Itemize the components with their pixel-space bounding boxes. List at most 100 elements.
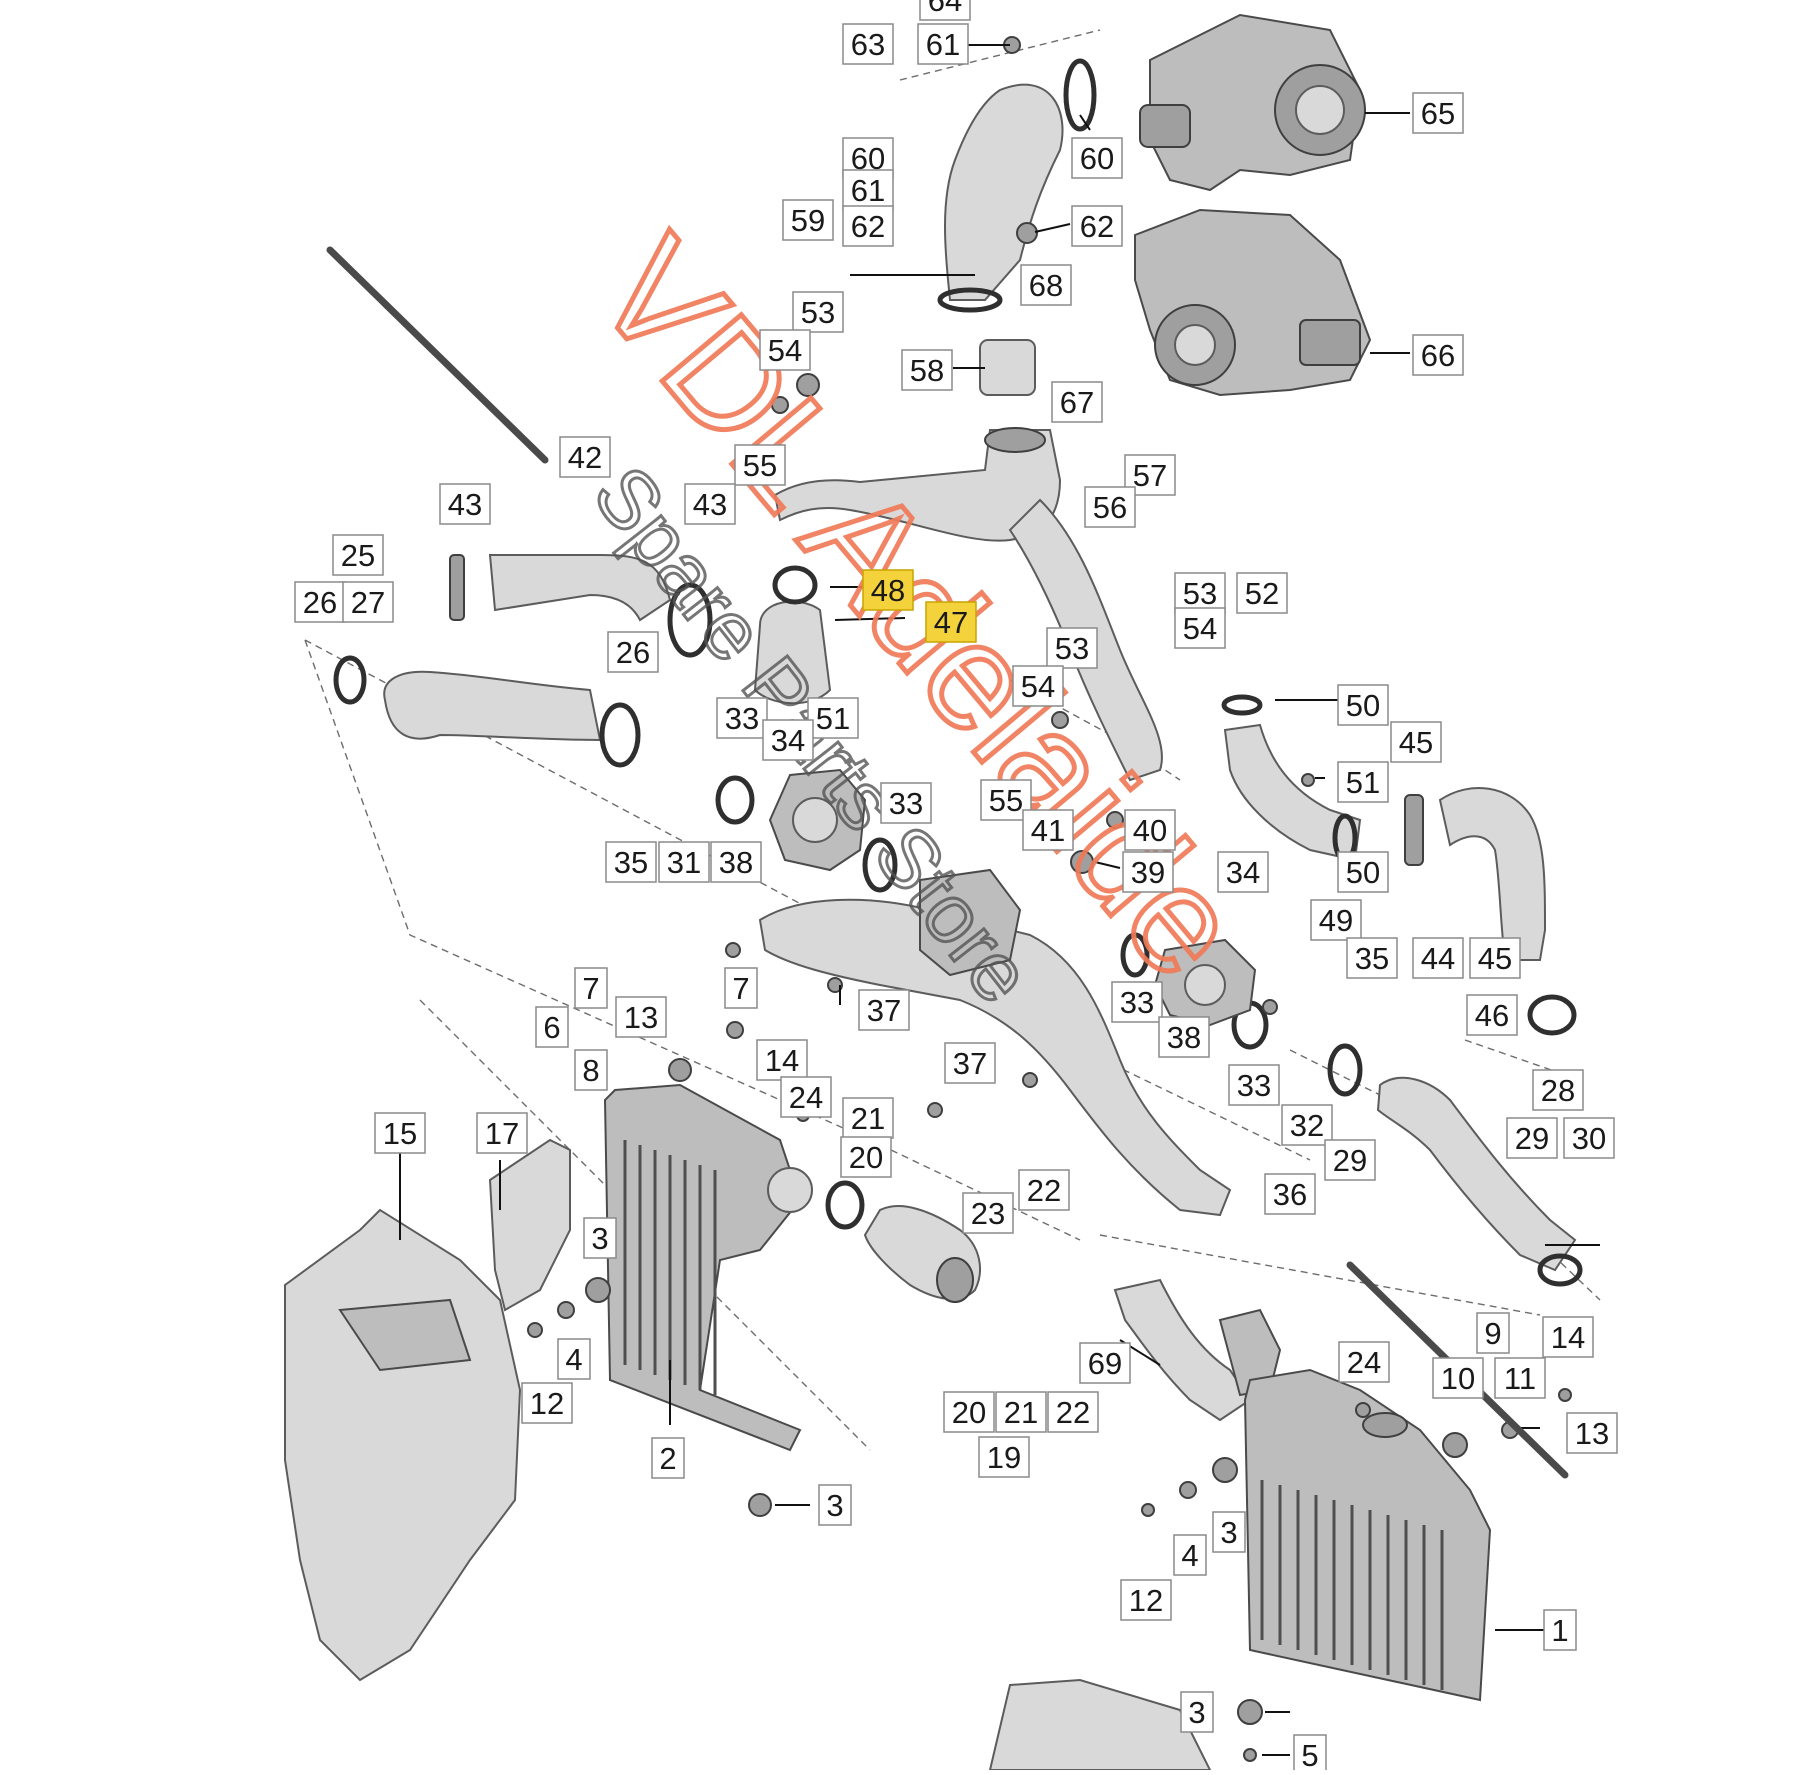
callout-label: 64 (928, 0, 962, 18)
callout-box (842, 1097, 894, 1139)
callout-box (1324, 1139, 1376, 1181)
callout-box (1174, 572, 1226, 614)
callout-label: 3 (826, 1488, 843, 1523)
callout-c35a: 35 (605, 841, 657, 883)
callout-label: 67 (1060, 385, 1094, 420)
callout-label: 33 (1120, 985, 1154, 1020)
callout-c52: 52 (1236, 572, 1288, 614)
callout-box (374, 1112, 426, 1154)
callout-c54c: 54 (1012, 665, 1064, 707)
callout-label: 52 (1245, 576, 1279, 611)
callout-c23: 23 (962, 1192, 1014, 1234)
callout-label: 43 (448, 487, 482, 522)
callout-box (1071, 137, 1123, 179)
callout-label: 38 (719, 845, 753, 880)
callout-label: 43 (693, 487, 727, 522)
callout-c67: 67 (1051, 381, 1103, 423)
callout-c30: 30 (1563, 1117, 1615, 1159)
callout-box (1020, 264, 1072, 306)
callout-label: 25 (341, 538, 375, 573)
callout-c1: 1 (1543, 1609, 1577, 1651)
callout-c61a: 61 (917, 23, 969, 65)
callout-box (605, 841, 657, 883)
callout-label: 58 (910, 353, 944, 388)
callout-label: 48 (871, 573, 905, 608)
callout-c66: 66 (1412, 334, 1464, 376)
callout-c14a: 14 (756, 1039, 808, 1081)
callout-box (917, 23, 969, 65)
air-duct-bottom (988, 1678, 1212, 1771)
callout-box (1180, 1691, 1214, 1733)
callout-label: 49 (1319, 903, 1353, 938)
callout-c29b: 29 (1506, 1117, 1558, 1159)
air-duct-17 (488, 1138, 571, 1312)
callout-box (1532, 1069, 1584, 1111)
callout-box (962, 1192, 1014, 1234)
callout-label: 53 (1055, 631, 1089, 666)
callout-label: 6 (543, 1010, 560, 1045)
callout-label: 32 (1290, 1108, 1324, 1143)
callout-label: 4 (1181, 1538, 1198, 1573)
callout-box (901, 349, 953, 391)
turbocharger-lower (1134, 208, 1372, 397)
callout-c54b: 54 (1174, 607, 1226, 649)
callout-c28: 28 (1532, 1069, 1584, 1111)
callout-c53c: 53 (1046, 627, 1098, 669)
callout-c24a: 24 (780, 1076, 832, 1118)
callout-label: 20 (952, 1395, 986, 1430)
callout-label: 24 (789, 1080, 823, 1115)
callout-box (615, 996, 667, 1038)
callout-label: 4 (565, 1342, 582, 1377)
callout-label: 27 (351, 585, 385, 620)
callout-box (1542, 1316, 1594, 1358)
callout-label: 54 (1021, 669, 1055, 704)
callout-box (342, 581, 394, 623)
callout-c51a: 51 (807, 697, 859, 739)
intercooler-right (1243, 1368, 1492, 1702)
callout-label: 51 (816, 701, 850, 736)
callout-c47: 47 (925, 601, 977, 643)
intake-manifold (758, 868, 1232, 1217)
callout-c26a: 26 (294, 581, 346, 623)
callout-label: 63 (851, 27, 885, 62)
callout-box (995, 1391, 1047, 1433)
callout-label: 53 (801, 295, 835, 330)
callout-box (651, 1437, 685, 1479)
callout-box (782, 199, 834, 241)
callout-box (1432, 1357, 1484, 1399)
callout-c4b: 4 (1173, 1534, 1207, 1576)
callout-box (1506, 1117, 1558, 1159)
callout-c21b: 21 (995, 1391, 1047, 1433)
callout-box (1310, 899, 1362, 941)
callout-box (858, 989, 910, 1031)
callout-label: 33 (725, 701, 759, 736)
callout-box (1120, 1579, 1172, 1621)
callout-label: 42 (568, 440, 602, 475)
callout-box (557, 1338, 591, 1380)
callout-c42: 42 (559, 436, 611, 478)
intercooler-left (603, 1083, 813, 1452)
callout-label: 62 (1080, 209, 1114, 244)
callout-label: 23 (971, 1196, 1005, 1231)
connector-69 (1113, 1278, 1282, 1422)
callout-box (1346, 937, 1398, 979)
callout-label: 45 (1399, 725, 1433, 760)
callout-c14b: 14 (1542, 1316, 1594, 1358)
callout-label: 54 (1183, 611, 1217, 646)
callout-box (716, 697, 768, 739)
callout-c13b: 13 (1566, 1412, 1618, 1454)
callout-label: 33 (889, 786, 923, 821)
callout-label: 29 (1515, 1121, 1549, 1156)
callout-label: 37 (867, 993, 901, 1028)
callout-c12b: 12 (1120, 1579, 1172, 1621)
callout-label: 28 (1541, 1073, 1575, 1108)
callout-box (332, 534, 384, 576)
callout-c51b: 51 (1337, 761, 1389, 803)
callout-c63: 63 (842, 23, 894, 65)
callout-box (574, 1049, 608, 1091)
callout-c43b: 43 (684, 483, 736, 525)
callout-c13a: 13 (615, 996, 667, 1038)
callout-box (710, 841, 762, 883)
callout-label: 66 (1421, 338, 1455, 373)
callout-label: 12 (530, 1386, 564, 1421)
